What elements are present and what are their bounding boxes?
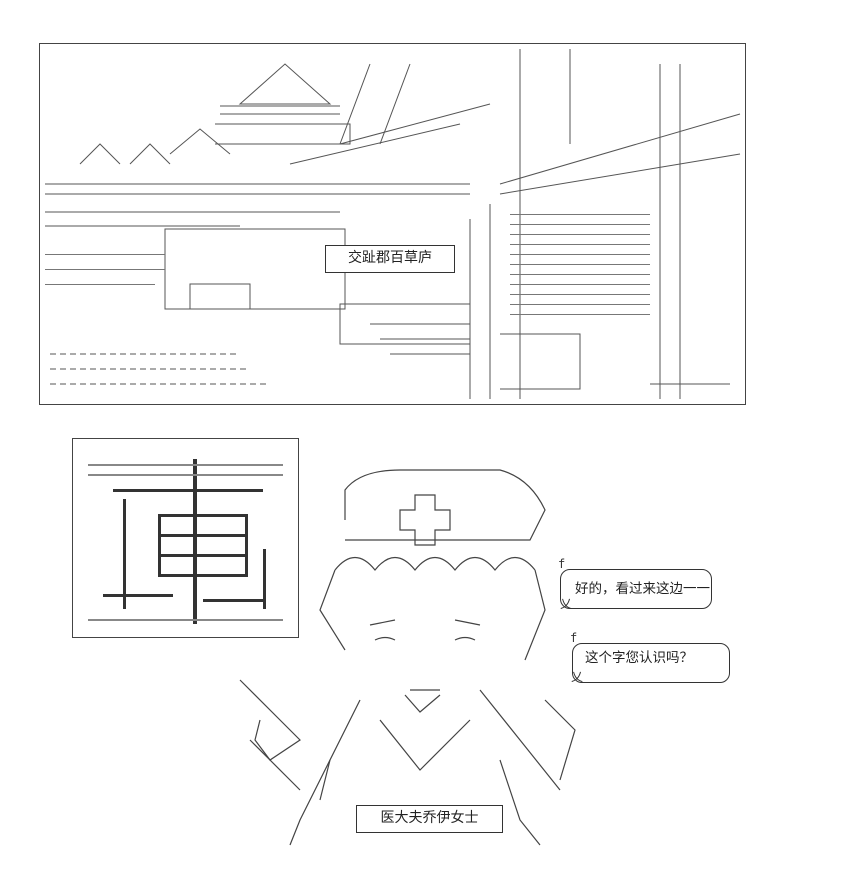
location-sign: 交趾郡百草庐: [325, 245, 455, 273]
speech-bubble-1-text: 好的，看过来这边一一: [575, 581, 710, 597]
speech-bubble-1: 好的，看过来这边一一: [560, 569, 712, 609]
speech-bubble-2-text: 这个字您认识吗？: [585, 650, 693, 666]
scene-panel: [39, 43, 746, 405]
eye-chart-art: [88, 459, 283, 624]
character-name-plate: 医大夫乔伊女士: [356, 805, 503, 833]
scene-ascii-art: [45, 49, 741, 399]
speech-bubble-2: 这个字您认识吗？: [572, 643, 730, 683]
bubble-2-suffix: 乂: [571, 670, 584, 684]
eye-chart-panel: [72, 438, 299, 638]
bubble-2-prefix: f: [570, 631, 578, 645]
bubble-1-prefix: f: [558, 557, 566, 571]
bubble-1-suffix: 乂: [560, 597, 573, 611]
